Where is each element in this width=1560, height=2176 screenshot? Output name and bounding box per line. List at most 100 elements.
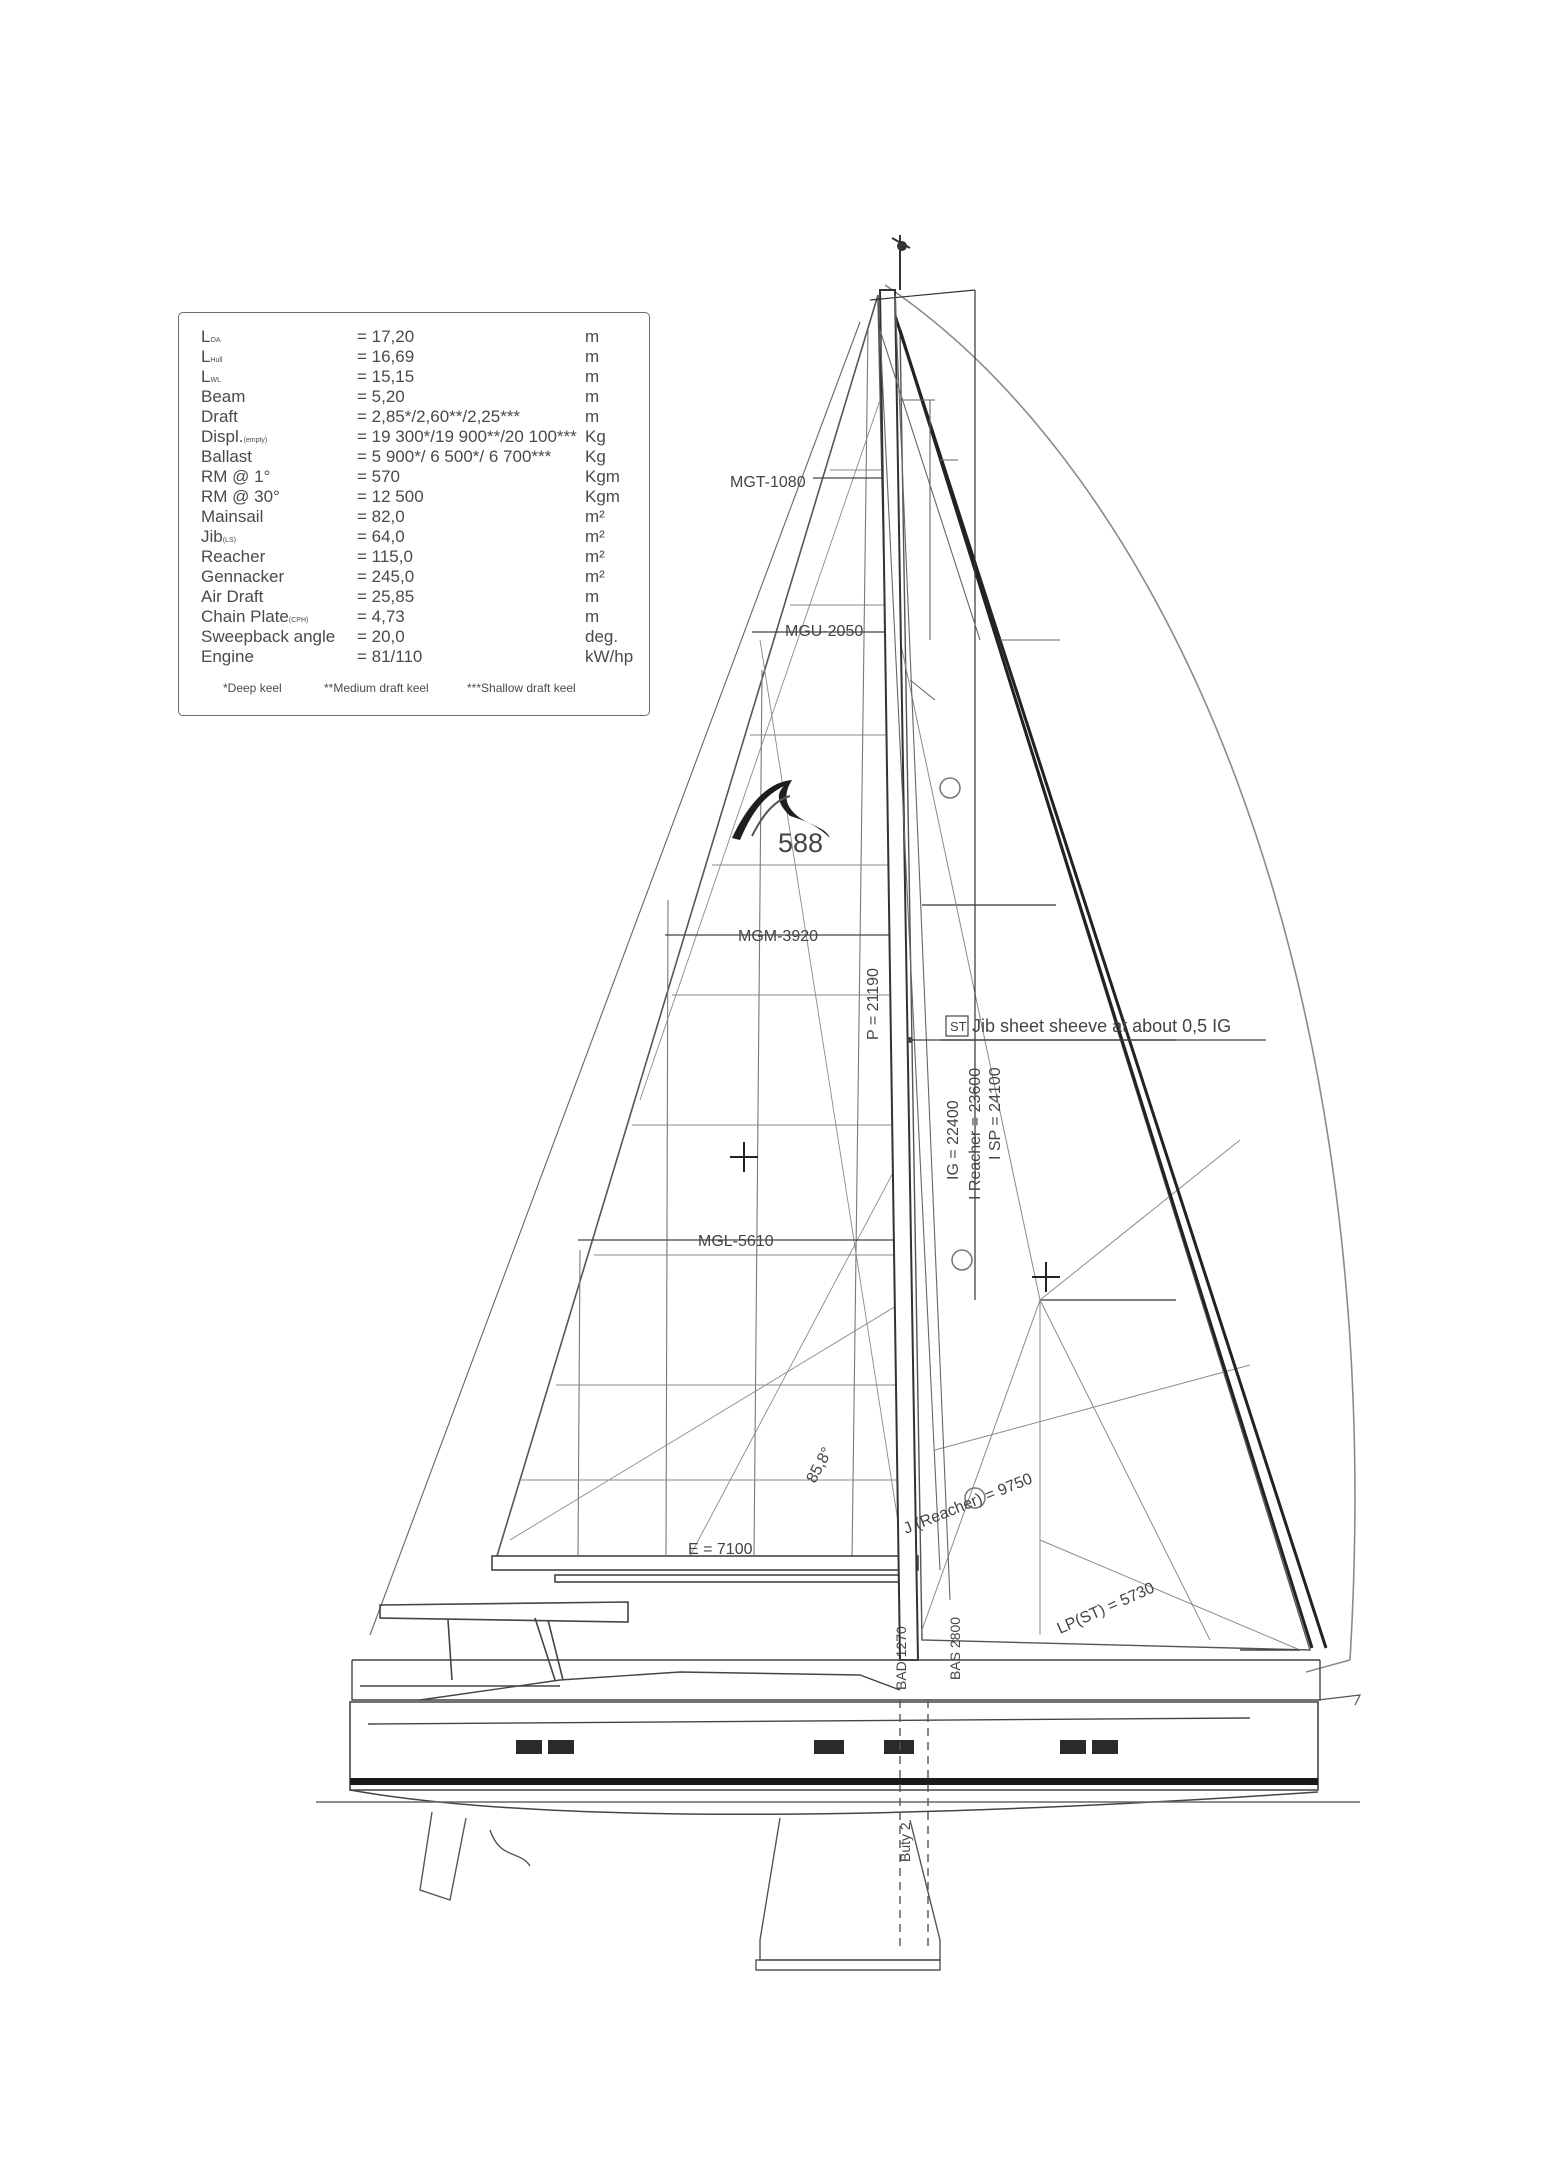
spec-value: = 12 500 bbox=[357, 487, 424, 506]
spec-row: Displ.(empty)= 19 300*/19 900**/20 100**… bbox=[179, 427, 649, 447]
forestays bbox=[888, 299, 1328, 1649]
note-shallow: ***Shallow draft keel bbox=[467, 681, 576, 695]
spec-unit: m bbox=[585, 387, 600, 406]
dim-isp: I SP = 24100 bbox=[987, 1067, 1004, 1160]
spec-unit: m² bbox=[585, 567, 605, 586]
spec-value: = 82,0 bbox=[357, 507, 405, 526]
spec-label: Sweepback angle bbox=[201, 627, 336, 646]
spec-value: = 4,73 bbox=[357, 607, 405, 626]
spec-label: Draft bbox=[201, 407, 238, 426]
spec-notes: *Deep keel **Medium draft keel ***Shallow … bbox=[179, 681, 649, 701]
spec-unit: Kg bbox=[585, 447, 606, 466]
jib-sheet-note: ST Jib sheet sheeve at about 0,5 IG bbox=[907, 1015, 1266, 1043]
spec-unit: m bbox=[585, 607, 600, 626]
spec-label-sub: (CPH) bbox=[288, 617, 309, 624]
hull bbox=[349, 1694, 1362, 1816]
spec-value: = 5,20 bbox=[357, 387, 405, 406]
spec-row: LOA = 17,20 m bbox=[179, 327, 649, 347]
spec-value: = 81/110 bbox=[357, 647, 423, 666]
spec-label: Engine bbox=[201, 647, 254, 666]
note-medium: **Medium draft keel bbox=[324, 681, 429, 695]
note-deep: *Deep keel bbox=[223, 681, 282, 695]
spec-label: Displ.(empty) bbox=[201, 427, 268, 446]
spec-row: RM @ 1° = 570 Kgm bbox=[179, 467, 649, 487]
dim-e: E = 7100 bbox=[688, 1541, 753, 1558]
spec-value: = 5 900*/ 6 500*/ 6 700*** bbox=[357, 447, 552, 466]
dim-buty: Buty 2 bbox=[897, 1822, 913, 1862]
spec-unit: m bbox=[585, 367, 600, 386]
spec-label: RM @ 30° bbox=[201, 487, 280, 506]
portlights bbox=[516, 1740, 1118, 1754]
rigging-lines bbox=[369, 294, 1060, 1636]
spec-label: LOA bbox=[201, 327, 221, 346]
spec-label: Chain Plate(CPH) bbox=[201, 607, 309, 626]
spec-label: Reacher bbox=[201, 547, 266, 566]
spec-row: Chain Plate(CPH) = 4,73 m bbox=[179, 607, 649, 627]
dim-bad: BAD 1270 bbox=[893, 1626, 909, 1690]
spec-unit: m² bbox=[585, 527, 605, 546]
rudder bbox=[419, 1811, 531, 1901]
gennaker-sail bbox=[884, 284, 1356, 1673]
spec-value: = 115,0 bbox=[357, 547, 413, 566]
dim-p: P = 21190 bbox=[865, 968, 882, 1040]
spec-label-sub: OA bbox=[210, 337, 221, 344]
hanse-logo bbox=[732, 780, 830, 840]
spec-label: Beam bbox=[201, 387, 246, 406]
spec-row: Engine = 81/110 kW/hp bbox=[179, 647, 649, 667]
spec-unit: m² bbox=[585, 547, 605, 566]
deck bbox=[351, 1649, 1321, 1701]
spec-unit: Kgm bbox=[585, 487, 620, 506]
spec-unit: m bbox=[585, 407, 600, 426]
spec-label: Gennacker bbox=[201, 567, 285, 586]
spec-label: Ballast bbox=[201, 447, 253, 466]
spec-unit: m bbox=[585, 347, 600, 366]
dim-bas: BAS 2800 bbox=[947, 1617, 963, 1680]
dim-mgl: MGL-5610 bbox=[698, 1233, 774, 1250]
spec-label: RM @ 1° bbox=[201, 467, 271, 486]
spec-value: = 16,69 bbox=[357, 347, 415, 366]
dim-mgu: MGU-2050 bbox=[785, 623, 863, 640]
spec-row: RM @ 30° = 12 500 Kgm bbox=[179, 487, 649, 507]
mainsail bbox=[495, 294, 907, 1567]
spec-unit: kW/hp bbox=[585, 647, 634, 666]
ce-markers bbox=[730, 777, 1060, 1509]
spec-label-sub: (LS) bbox=[222, 537, 236, 544]
spec-value: = 570 bbox=[357, 467, 401, 486]
spec-row: Reacher = 115,0 m² bbox=[179, 547, 649, 567]
logo-number: 588 bbox=[778, 828, 823, 858]
spec-label-sub: (empty) bbox=[243, 437, 268, 444]
spec-unit: m bbox=[585, 327, 600, 346]
spec-value: = 25,85 bbox=[357, 587, 415, 606]
jib-note-tag: ST bbox=[950, 1019, 967, 1034]
dim-mgt: MGT-1080 bbox=[730, 474, 806, 491]
spec-row: Gennacker = 245,0 m² bbox=[179, 567, 649, 587]
spec-value: = 245,0 bbox=[357, 567, 415, 586]
spec-label-sub: WL bbox=[210, 377, 221, 384]
dim-j-reacher: J (Reacher) = 9750 bbox=[901, 1470, 1035, 1537]
spec-row: Ballast = 5 900*/ 6 500*/ 6 700*** Kg bbox=[179, 447, 649, 467]
dim-mgm: MGM-3920 bbox=[738, 928, 818, 945]
spec-unit: Kgm bbox=[585, 467, 620, 486]
spec-unit: deg. bbox=[585, 627, 619, 646]
spec-row: Beam = 5,20 m bbox=[179, 387, 649, 407]
bimini bbox=[379, 1601, 629, 1681]
dimension-labels: MGT-1080 MGU-2050 MGM-3920 MGL-5610 E = … bbox=[688, 474, 1157, 1862]
spec-label: LWL bbox=[201, 367, 221, 386]
dim-lp: LP(ST) = 5730 bbox=[1055, 1580, 1157, 1638]
dim-ig: IG = 22400 bbox=[945, 1100, 962, 1180]
spec-unit: m bbox=[585, 587, 600, 606]
spec-value: = 17,20 bbox=[357, 327, 415, 346]
spec-label: Jib(LS) bbox=[201, 527, 236, 546]
jib-note-text: Jib sheet sheeve at about 0,5 IG bbox=[972, 1016, 1231, 1036]
spec-value: = 2,85*/2,60**/2,25*** bbox=[357, 407, 521, 426]
spec-row: Draft = 2,85*/2,60**/2,25*** m bbox=[179, 407, 649, 427]
boom bbox=[491, 1555, 919, 1583]
